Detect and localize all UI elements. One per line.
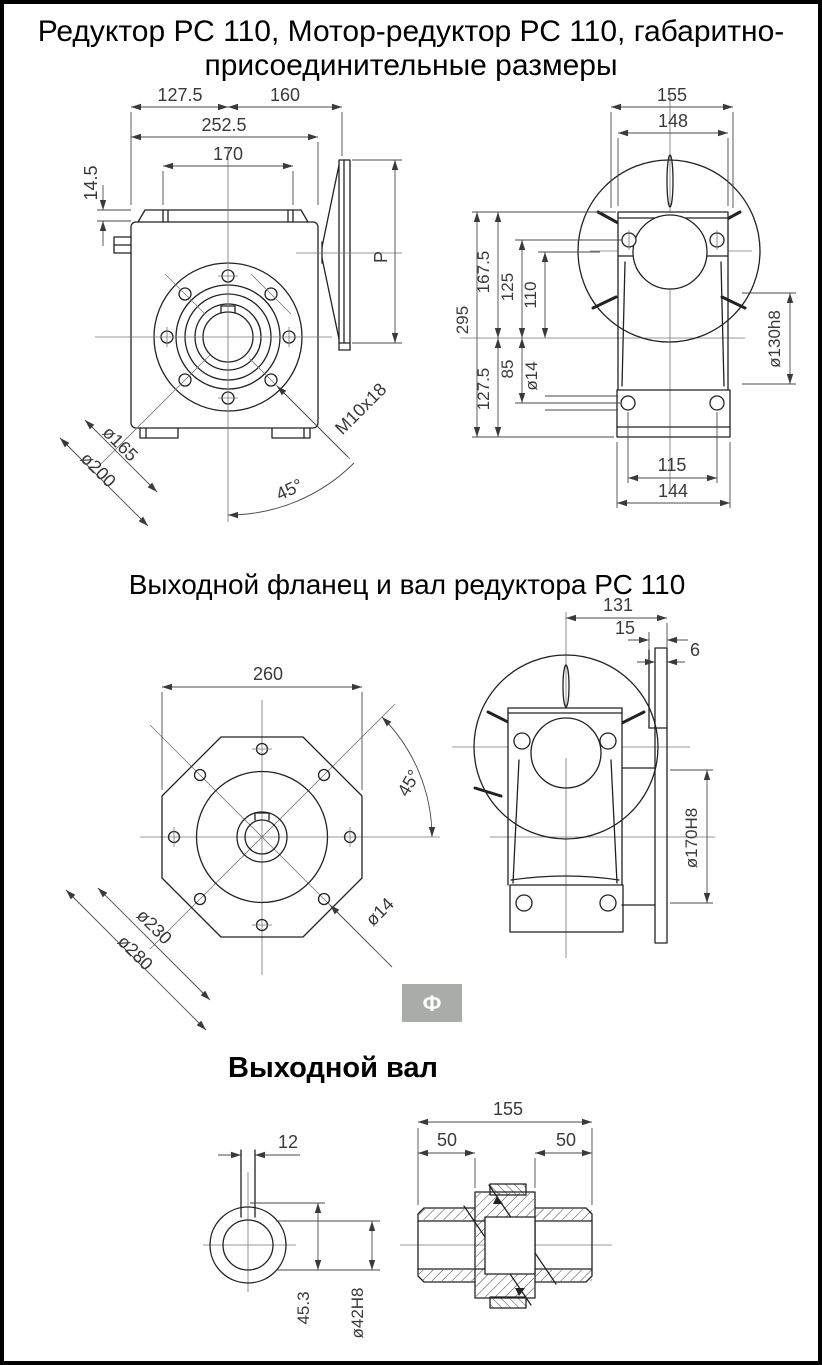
dim-flange-od: ø280 xyxy=(114,931,157,974)
dim-side-foot-width: 144 xyxy=(658,481,688,501)
dim-gearbox-width-left: 127.5 xyxy=(157,85,202,105)
gearbox-side-outline xyxy=(577,154,761,438)
flange-side-outline xyxy=(473,647,668,944)
gearbox-side-dimensions: 155 148 295 167.5 127.5 125 85 1 xyxy=(453,85,796,508)
dim-side-height-top: 167.5 xyxy=(474,251,493,294)
hub-key-bottom xyxy=(489,1296,527,1309)
drawing-shaft-side: 155 50 50 xyxy=(400,1099,612,1309)
shaft-end-centerlines xyxy=(203,1172,296,1292)
dim-side-motor-holes: 125 xyxy=(498,273,517,301)
flange-keyway xyxy=(254,812,270,821)
key-arrow-top xyxy=(493,1196,503,1204)
dim-gearbox-angle: 45° xyxy=(273,475,306,505)
dim-thread-callout: M10x18 xyxy=(331,379,390,438)
drawing-gearbox-side: 155 148 295 167.5 127.5 125 85 1 xyxy=(453,85,796,508)
dim-flange-offset: 131 xyxy=(603,595,633,615)
dim-bore: ø42H8 xyxy=(348,1287,367,1338)
key-arrow-bottom xyxy=(515,1288,525,1296)
shaft-side-dimensions: 155 50 50 xyxy=(417,1099,593,1205)
dim-side-foot-spacing: 115 xyxy=(658,455,687,475)
gearbox-front-outline xyxy=(113,159,351,439)
dim-flange-depth: 15 xyxy=(615,618,635,638)
flange-front-outline xyxy=(161,736,363,938)
dim-flange-width: 260 xyxy=(253,664,283,684)
phi-badge-label: Ф xyxy=(423,991,442,1016)
page-title-line2: присоединительные размеры xyxy=(204,49,617,82)
dim-flange-hole-d: ø14 xyxy=(362,894,398,930)
flange-side-keyway-mark xyxy=(562,664,570,708)
flange-side-centerlines xyxy=(452,612,715,958)
page-title-line1: Редуктор РС 110, Мотор-редуктор РС 110, … xyxy=(38,15,785,48)
flange-front-centerlines xyxy=(140,700,440,975)
shaft-end-outline xyxy=(209,1149,287,1284)
dim-side-width: 155 xyxy=(657,85,687,105)
drawing-shaft-end: 12 45.3 ø42H8 xyxy=(203,1132,380,1339)
dim-motor-flange-p: P xyxy=(371,251,391,263)
dim-shaft-end-left: 50 xyxy=(437,1130,457,1150)
dim-gearbox-step: 14.5 xyxy=(81,165,101,200)
output-flange-plate xyxy=(654,647,668,944)
dim-shaft-end-right: 50 xyxy=(556,1130,576,1150)
dim-gearbox-width-right: 160 xyxy=(270,85,300,105)
phi-badge: Ф xyxy=(402,984,462,1022)
flange-side-dimensions: 131 15 6 ø170H8 xyxy=(566,595,713,904)
drawing-flange-front: 260 45° ø230 ø280 ø14 xyxy=(65,664,440,1031)
dim-side-height: 295 xyxy=(453,306,472,334)
drawing-flange-side: 131 15 6 ø170H8 xyxy=(452,595,715,958)
dim-flange-plate: 6 xyxy=(690,640,700,660)
dim-key-width: 12 xyxy=(278,1132,298,1152)
diagonal-bolts xyxy=(178,287,278,387)
dim-side-height-bottom: 127.5 xyxy=(474,368,493,411)
shaft-end-dimensions: 12 45.3 ø42H8 xyxy=(218,1132,380,1339)
shaft-section-title: Выходной вал xyxy=(228,1052,438,1084)
dim-gearbox-width-total: 252.5 xyxy=(201,115,246,135)
dim-gearbox-flange-od: ø200 xyxy=(77,448,120,491)
drawing-gearbox-front: 127.5 160 252.5 170 14.5 P ø165 xyxy=(59,85,402,527)
dim-side-foot-holes: 85 xyxy=(498,360,517,379)
flange-section-title: Выходной фланец и вал редуктора РС 110 xyxy=(129,569,686,600)
dim-flange-angle: 45° xyxy=(393,766,424,800)
dim-flange-spigot: ø170H8 xyxy=(682,808,701,868)
hub-bore-section xyxy=(484,1216,536,1275)
dim-key-height: 45.3 xyxy=(294,1291,313,1324)
gearbox-front-centerlines xyxy=(95,148,402,522)
shaft-side-outline xyxy=(417,1183,593,1309)
flange-bolt-holes xyxy=(167,742,357,932)
dim-side-flange-width: 148 xyxy=(658,111,688,131)
dim-side-input-axis: 110 xyxy=(521,281,540,308)
dim-side-foot-hole-d: ø14 xyxy=(522,361,541,390)
hub-key-top xyxy=(489,1183,527,1196)
dim-side-spigot: ø130h8 xyxy=(765,310,784,368)
dim-gearbox-bolt-spacing: 170 xyxy=(213,144,243,164)
dim-gearbox-bolt-circle: ø165 xyxy=(99,422,142,465)
input-keyway-mark xyxy=(666,154,674,208)
phi-badge-box xyxy=(402,984,462,1022)
dim-shaft-length: 155 xyxy=(493,1099,523,1119)
